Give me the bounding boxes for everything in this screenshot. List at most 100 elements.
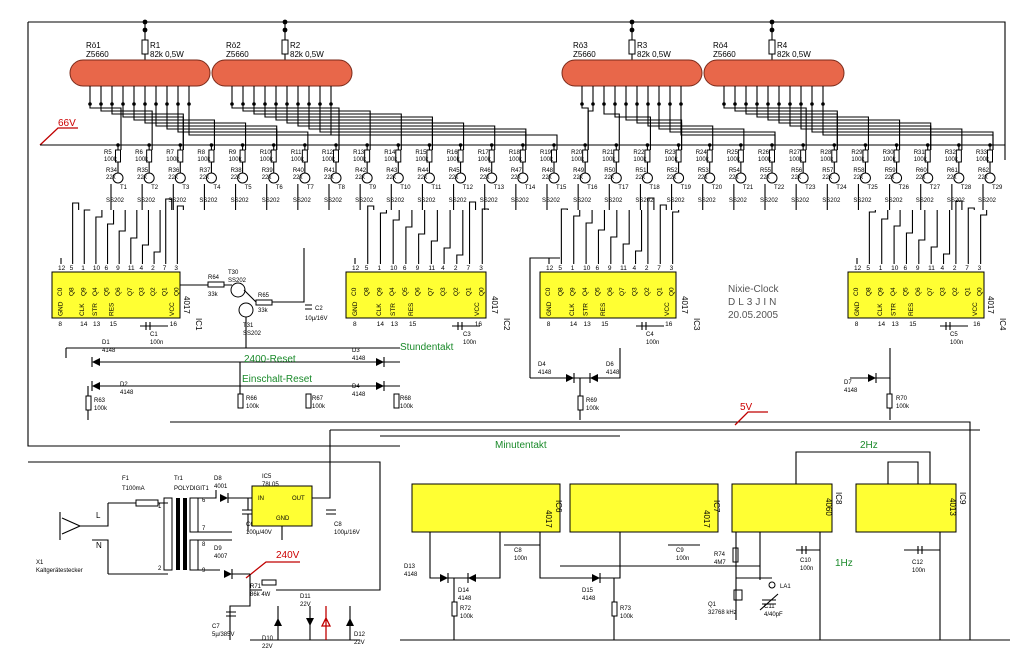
base-resistor-ref: R56	[791, 168, 803, 174]
base-resistor-value: 22k	[355, 175, 366, 181]
transistor-type: SS202	[449, 198, 468, 204]
svg-text:8: 8	[202, 542, 206, 548]
cathode-wire	[680, 104, 776, 150]
tube1-ref: Rö1	[86, 41, 101, 50]
net-1hz: 1Hz	[835, 558, 853, 569]
net-stundentakt: Stundentakt	[400, 342, 454, 353]
svg-text:100n: 100n	[950, 340, 963, 346]
pin-name: Q4	[582, 287, 589, 296]
collector-resistor-value: 100k	[291, 157, 305, 163]
supply-rails: 5V Minutentakt 2Hz	[27, 280, 1010, 641]
counter-4017: 12C05Q81Q910Q46Q59Q611Q74Q32Q27Q13Q08GND…	[847, 200, 988, 328]
base-resistor-ref: R62	[978, 168, 990, 174]
collector-resistor-ref: R12	[322, 150, 334, 156]
pin-number: 13	[584, 321, 592, 328]
transistor-type: SS202	[729, 198, 748, 204]
svg-text:C7: C7	[212, 624, 220, 630]
svg-text:D12: D12	[354, 632, 366, 638]
cathode-wire	[614, 104, 651, 150]
pin-name: Q0	[669, 287, 676, 296]
transistor-ref: T3	[182, 185, 190, 191]
svg-text:R70: R70	[896, 396, 908, 402]
reset-diodes: D1 4148 D2 4148 D3 4148 D4 4148 R63 100k…	[65, 340, 454, 420]
svg-text:R64: R64	[208, 275, 220, 281]
counter-4017: 12C05Q81Q910Q46Q59Q611Q74Q32Q27Q13Q08GND…	[51, 198, 184, 328]
collector-resistor-value: 100k	[353, 157, 367, 163]
pin-name: RES	[408, 302, 415, 316]
cathode-wire	[286, 104, 465, 150]
transistor-ref: T25	[867, 185, 878, 191]
svg-text:4060: 4060	[824, 498, 833, 516]
collector-resistor-ref: R6	[135, 150, 143, 156]
svg-text:D14: D14	[458, 588, 470, 594]
base-resistor-ref: R61	[947, 168, 959, 174]
base-resistor-value: 22k	[573, 175, 584, 181]
pin-number: 1	[81, 265, 85, 272]
output-wire	[597, 210, 606, 258]
base-resistor-ref: R59	[885, 168, 897, 174]
svg-text:GND: GND	[276, 516, 290, 522]
ic-body	[539, 271, 677, 319]
tube4-res-value: 82k 0,5W	[777, 50, 811, 59]
svg-text:4013: 4013	[948, 498, 957, 516]
svg-text:D3: D3	[352, 348, 360, 354]
collector-resistor-ref: R24	[696, 150, 708, 156]
pin-name: Q1	[162, 287, 169, 296]
collector-resistor-value: 100k	[260, 157, 274, 163]
transistor-type: SS202	[199, 198, 218, 204]
svg-text:22V: 22V	[354, 640, 365, 646]
transistor-type: SS202	[916, 198, 935, 204]
tube1-res: R1	[150, 41, 161, 50]
collector-resistor-value: 100k	[384, 157, 398, 163]
base-resistor-value: 22k	[667, 175, 678, 181]
pin-name: Q5	[902, 287, 909, 296]
transistor-ref: T26	[899, 185, 910, 191]
transistor-ref: T9	[369, 185, 377, 191]
collector-resistor-ref: R9	[229, 150, 237, 156]
svg-text:LA1: LA1	[780, 584, 791, 590]
transistor-ref: T7	[307, 185, 315, 191]
pin-name: Q0	[173, 287, 180, 296]
cathode-wire	[603, 104, 620, 150]
pin-number: 8	[547, 321, 551, 328]
collector-resistor-value: 100k	[415, 157, 429, 163]
output-wire	[83, 209, 91, 258]
tube2-res-value: 82k 0,5W	[290, 50, 324, 59]
pin-name: Q6	[915, 287, 922, 296]
svg-text:D2: D2	[120, 382, 128, 388]
output-wire	[95, 210, 103, 258]
title-block: Nixie-Clock DL3JIN 20.05.2005	[728, 284, 780, 321]
pin-name: Q2	[952, 287, 959, 296]
cathode-wire	[811, 104, 994, 150]
pin-number: 1	[377, 265, 381, 272]
base-resistor-value: 22k	[729, 175, 740, 181]
pin-number: 14	[377, 321, 385, 328]
pin-number: 15	[409, 321, 417, 328]
cathode-wire	[800, 104, 963, 150]
ic-body	[51, 271, 181, 319]
pin-name: Q1	[656, 287, 663, 296]
base-resistor-ref: R37	[199, 168, 211, 174]
base-resistor-ref: R52	[667, 168, 679, 174]
collector-resistor-ref: R25	[727, 150, 739, 156]
base-resistor-value: 22k	[947, 175, 958, 181]
pin-name: Q8	[557, 287, 564, 296]
collector-resistor-ref: R31	[914, 150, 926, 156]
svg-text:4001: 4001	[214, 484, 228, 490]
base-resistor-ref: R47	[511, 168, 523, 174]
base-resistor-ref: R39	[262, 168, 274, 174]
pin-number: 14	[570, 321, 578, 328]
output-wire	[868, 210, 876, 258]
base-resistor-ref: R51	[635, 168, 647, 174]
cathode-wire	[100, 104, 153, 150]
pin-name: VCC	[169, 302, 176, 316]
base-resistor-ref: R36	[168, 168, 180, 174]
nixie-tube-3	[561, 59, 703, 87]
transistor-ref: T22	[774, 185, 785, 191]
tube2-ref: Rö2	[226, 41, 241, 50]
